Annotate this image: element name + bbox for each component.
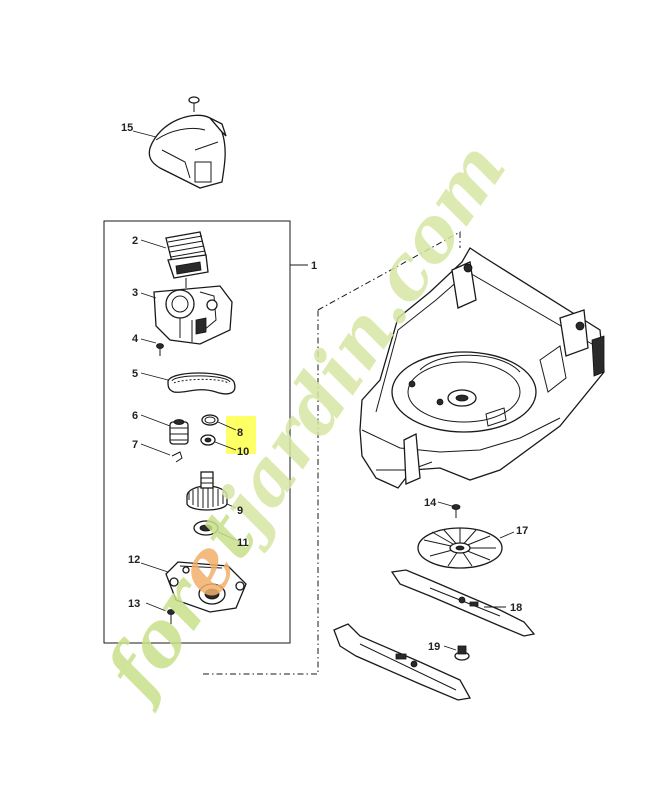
label-12: 12 xyxy=(128,554,140,566)
label-14: 14 xyxy=(424,497,437,509)
part-17-fan xyxy=(417,527,503,569)
part-5-belt xyxy=(167,372,236,395)
part-7-clip xyxy=(171,451,183,463)
label-4: 4 xyxy=(132,333,139,345)
lower-blade xyxy=(333,623,472,701)
part-2-motor xyxy=(165,231,209,288)
label-11: 11 xyxy=(237,537,249,549)
label-9: 9 xyxy=(237,505,243,517)
part-3-housing xyxy=(153,285,233,345)
label-10: 10 xyxy=(237,446,249,458)
part-8-ring xyxy=(201,414,219,426)
label-3: 3 xyxy=(132,287,138,299)
part-13-screw xyxy=(167,609,175,624)
label-18: 18 xyxy=(510,602,522,614)
assembly-frame xyxy=(103,220,291,644)
part-14-screw xyxy=(451,504,461,518)
part-10-bearing xyxy=(200,434,216,446)
part-4-screw xyxy=(156,343,164,356)
label-7: 7 xyxy=(132,439,138,451)
mower-deck xyxy=(359,247,605,489)
part-6-pulley xyxy=(169,419,189,445)
label-19: 19 xyxy=(428,641,440,653)
label-13: 13 xyxy=(128,598,140,610)
label-6: 6 xyxy=(132,410,138,422)
label-2: 2 xyxy=(132,235,138,247)
part-11-bearing xyxy=(193,520,219,536)
label-1: 1 xyxy=(311,260,317,272)
part-9-gear xyxy=(186,471,228,511)
part-18-blade xyxy=(390,569,536,637)
label-15: 15 xyxy=(121,122,133,134)
part-19-blade-bolt xyxy=(454,645,470,661)
screw-icon xyxy=(188,96,200,112)
part-labels: 15 1 2 3 4 5 6 7 8 10 9 11 12 13 14 17 1… xyxy=(121,122,528,653)
part-12-gear-housing xyxy=(165,561,247,613)
label-5: 5 xyxy=(132,368,138,380)
label-17: 17 xyxy=(516,525,528,537)
label-8: 8 xyxy=(237,427,243,439)
part-15-motor-cover xyxy=(148,114,227,189)
